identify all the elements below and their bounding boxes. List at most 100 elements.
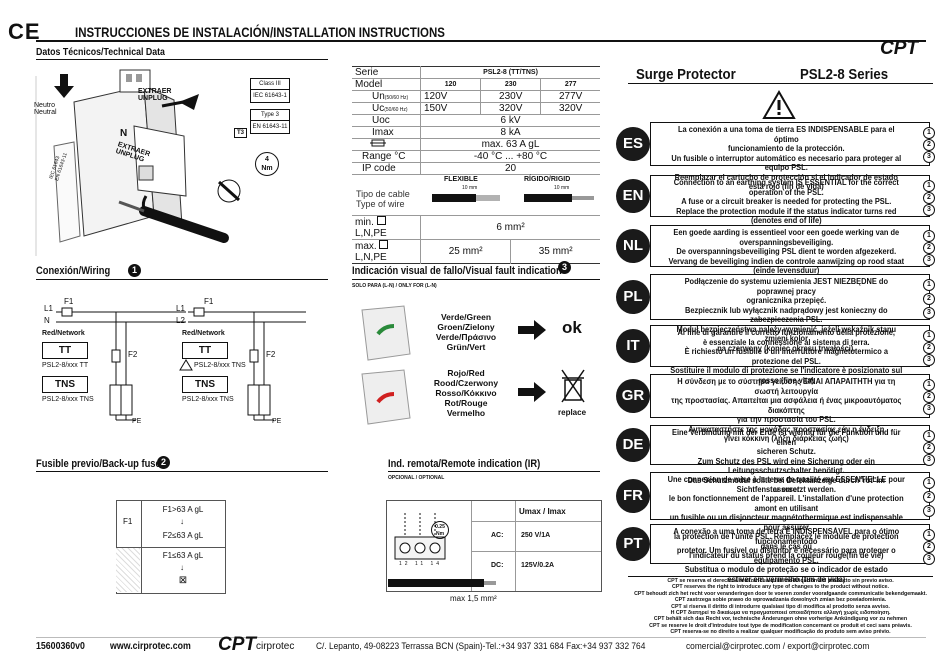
backup-heading: Fusible previo/Back-up fuse bbox=[36, 458, 161, 470]
iec-label: IEC 61643-1 bbox=[250, 90, 290, 103]
dc-value: 125V/0.2A bbox=[521, 562, 555, 569]
header-rule bbox=[36, 40, 926, 42]
step-marker-2: 2 bbox=[923, 192, 935, 204]
lang-line: La conexión a una toma de tierra ES INDI… bbox=[677, 125, 895, 144]
lang-line: Une connexion de mise à la terre de qual… bbox=[667, 475, 905, 494]
red-label: Rot/Rouge bbox=[444, 398, 488, 408]
recycle-bin-icon bbox=[561, 369, 585, 403]
footer-logo: CPT bbox=[218, 634, 256, 655]
step-marker-1: 1 bbox=[923, 230, 935, 242]
umax-imax-head: Umax / Imax bbox=[519, 507, 566, 516]
lang-line: A conexão a uma toma de terra É INDISPEN… bbox=[673, 527, 900, 546]
lang-line: Connection to an earthing system IS ESSE… bbox=[673, 178, 899, 197]
range-value: -40 °C ... +80 °C bbox=[420, 150, 600, 163]
step-marker-1: 1 bbox=[923, 529, 935, 541]
fuse-icon bbox=[370, 139, 386, 147]
f1-cell: F1 bbox=[123, 517, 133, 526]
website-link[interactable]: www.cirprotec.com bbox=[110, 641, 191, 652]
disclaimer-line: CPT reserva-se no direito a realizar qua… bbox=[670, 629, 891, 636]
red-label: Vermelho bbox=[446, 408, 486, 418]
rigid-label: RÍGIDO/RIGID bbox=[524, 176, 571, 183]
remote-heading: Ind. remota/Remote indication (IR) bbox=[388, 458, 541, 470]
no-fuse-icon: ⊠ bbox=[178, 575, 188, 586]
lang-text: Eine Verbindung mit der Erde ist wichtig… bbox=[661, 426, 920, 495]
serie-value: PSL2-8 (TT/TNS) bbox=[420, 66, 600, 79]
remote-row-divider bbox=[471, 551, 601, 552]
step-marker-2: 2 bbox=[923, 139, 935, 151]
series-title: PSL2-8 Series bbox=[800, 66, 889, 83]
lang-text: Une connexion de mise à la terre de qual… bbox=[661, 473, 920, 561]
lang-text-box: A conexão a uma toma de terra É INDISPEN… bbox=[650, 524, 935, 584]
uc-277: 320V bbox=[540, 102, 600, 115]
rigid-wire-icon bbox=[524, 194, 594, 202]
lang-line: Al fine di garantire il corretto funzion… bbox=[677, 328, 896, 337]
cpt-logo: CPT bbox=[880, 38, 918, 59]
disclaimer: CPT se reserva el derecho a realizar cua… bbox=[628, 578, 933, 636]
lang-code-badge: EN bbox=[616, 179, 650, 213]
min-label: min. bbox=[355, 217, 374, 228]
lang-row-de: DE Eine Verbindung mit der Erde ist wicht… bbox=[616, 425, 935, 494]
flexible-label: FLEXIBLE bbox=[444, 176, 478, 183]
wiring-lines bbox=[56, 307, 306, 421]
lang-text-box: Eine Verbindung mit der Erde ist wichtig… bbox=[650, 425, 935, 494]
product-title: Surge Protector bbox=[636, 66, 736, 83]
min-lnpe: L,N,PE bbox=[355, 228, 387, 239]
footer-emails[interactable]: comercial@cirprotec.com / export@cirprot… bbox=[686, 641, 870, 652]
pe-label-tns: PE bbox=[272, 418, 282, 425]
footer-address: C/. Lepanto, 49-08223 Terrassa BCN (Spai… bbox=[316, 641, 646, 652]
lang-line: De overspanningsbeveiliging PSL dient te… bbox=[676, 247, 897, 256]
arrow-right-icon bbox=[518, 320, 546, 340]
remote-subtitle: OPCIONAL / OPTIONAL bbox=[388, 475, 445, 481]
max-lnpe: L,N,PE bbox=[355, 252, 387, 263]
wiring-diagram: L1 N F1 F2 Red/Network TT PSL2-8/xxx TT … bbox=[36, 290, 326, 440]
lang-text-box: La conexión a una toma de tierra ES INDI… bbox=[650, 122, 935, 191]
step-marker-1: 1 bbox=[923, 330, 935, 342]
ac-value: 250 V/1A bbox=[521, 532, 551, 539]
lang-line: estiver em vermelho (fim de vida) bbox=[727, 574, 846, 584]
remote-rule bbox=[388, 471, 600, 472]
f2-label-tt: F2 bbox=[128, 350, 138, 359]
t3-badge: T3 bbox=[234, 128, 248, 138]
lang-text: Connection to an earthing system IS ESSE… bbox=[661, 176, 920, 226]
step-marker-3: 3 bbox=[923, 354, 935, 366]
wiring-number: 1 bbox=[128, 264, 141, 277]
lang-line: Η σύνδεση με το σύστημα γείωσης ΕΙΝΑΙ ΑΠ… bbox=[677, 377, 896, 396]
un-230: 230V bbox=[480, 90, 541, 103]
lang-row-it: IT Al fine di garantire il corretto funzi… bbox=[616, 325, 935, 385]
lang-line: è essenziale la connessione al sistema d… bbox=[702, 337, 870, 347]
range-label: Range °C bbox=[362, 151, 406, 162]
uc-label: Uc bbox=[372, 103, 385, 114]
l1-label-tns: L1 bbox=[176, 304, 185, 313]
lang-line: È richiesto un fusibile o un interruttor… bbox=[684, 347, 888, 366]
step-marker-2: 2 bbox=[923, 293, 935, 305]
lang-line: protetor. Um fusível ou disjuntor é nece… bbox=[676, 546, 896, 565]
lang-line: ogranicznika przepięć. bbox=[746, 296, 827, 305]
lang-code-badge: DE bbox=[616, 428, 650, 462]
uc-120: 150V bbox=[419, 102, 481, 115]
class-box: Class III IEC 61643-1 Type 3 EN 61643-11 bbox=[250, 78, 290, 134]
step-marker-2: 2 bbox=[923, 342, 935, 354]
product-rule bbox=[628, 83, 933, 84]
lang-code-badge: IT bbox=[616, 329, 650, 363]
lang-line: un fusible ou un disjoncteur magnétother… bbox=[669, 513, 903, 532]
tech-table: Serie PSL2-8 (TT/TNS) Model 120 230 277 … bbox=[352, 66, 600, 175]
un-277: 277V bbox=[540, 90, 600, 103]
min-value: 6 mm² bbox=[420, 216, 600, 240]
step-marker-3: 3 bbox=[923, 505, 935, 517]
lang-line: Sostituire il modulo di protezione se l'… bbox=[670, 366, 903, 385]
lang-line: για την προστασία του PSL. bbox=[736, 415, 836, 424]
red-indicator-device bbox=[361, 369, 411, 425]
uc-sub: (50/60 Hz) bbox=[384, 107, 408, 113]
l2-label: L2 bbox=[176, 316, 185, 325]
step-marker-1: 1 bbox=[923, 279, 935, 291]
lang-line: Un fusible o interruptor automático es n… bbox=[671, 153, 902, 173]
remote-col-divider bbox=[515, 501, 516, 591]
wiring-heading: Conexión/Wiring bbox=[36, 265, 111, 277]
f2-label-tns: F2 bbox=[266, 350, 276, 359]
lang-text-box: Al fine di garantire il corretto funzion… bbox=[650, 325, 935, 385]
step-marker-1: 1 bbox=[923, 430, 935, 442]
ok-label: ok bbox=[562, 318, 582, 337]
lang-code-badge: ES bbox=[616, 127, 650, 161]
